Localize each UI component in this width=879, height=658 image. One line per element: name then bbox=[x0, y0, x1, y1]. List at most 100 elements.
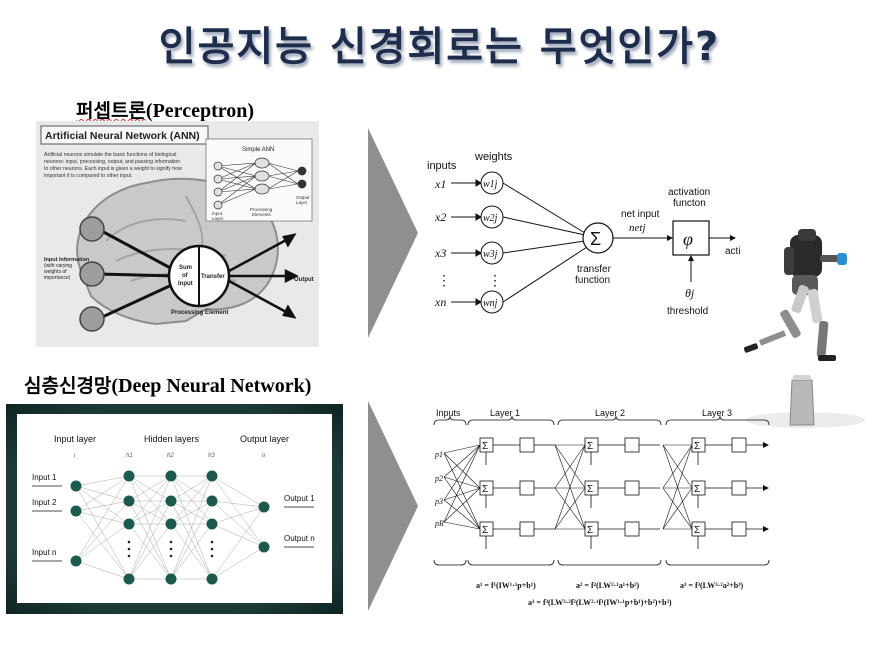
ml-weight-line bbox=[443, 444, 481, 523]
dnn-sub-h1: h1 bbox=[126, 453, 133, 459]
dnn-edge bbox=[211, 506, 265, 525]
dnn-edge bbox=[75, 475, 130, 487]
ml-weight-line bbox=[662, 444, 693, 530]
multilayer-network-diagram: Inputs Layer 1 Layer 2 Layer 3 p1 p2 p3 … bbox=[433, 408, 770, 607]
dnn-edge bbox=[128, 475, 172, 525]
simple-ann-network bbox=[217, 162, 299, 206]
dnn-edge bbox=[128, 523, 172, 580]
dnn-output-arrows bbox=[284, 506, 314, 548]
activation-function-label-1: activation bbox=[668, 187, 710, 198]
theta-symbol: θj bbox=[685, 286, 695, 300]
dnn-nodes bbox=[70, 470, 270, 585]
ml-sum-symbol: Σ bbox=[482, 525, 488, 536]
input-x2: x2 bbox=[434, 210, 446, 224]
dnn-edge bbox=[75, 510, 130, 580]
dnn-heading: 심층신경망(Deep Neural Network) bbox=[24, 371, 311, 398]
dnn-node bbox=[258, 541, 270, 553]
dnn-input-2: Input 2 bbox=[32, 498, 57, 507]
weight-vdots: ⋮ bbox=[488, 272, 502, 288]
ann-output-label: Output bbox=[294, 277, 314, 283]
dnn-node bbox=[206, 495, 218, 507]
simple-ann-processing-1: Processing bbox=[250, 207, 273, 212]
dnn-input-n: Input n bbox=[32, 548, 56, 557]
ml-sum-symbol: Σ bbox=[694, 441, 700, 452]
dnn-edge bbox=[75, 560, 130, 580]
ml-weight-line bbox=[443, 499, 481, 530]
ml-brackets bbox=[433, 415, 770, 566]
ann-brain-panel: Artificial Neural Network (ANN) Artifici… bbox=[36, 121, 319, 347]
activation-function-label-2: functon bbox=[673, 198, 706, 209]
dnn-hidden-layers-label: Hidden layers bbox=[144, 434, 200, 444]
ml-sum-symbol: Σ bbox=[482, 441, 488, 452]
ann-sum-3: Input bbox=[178, 281, 193, 287]
ml-weight-line bbox=[554, 444, 586, 530]
dnn-edge bbox=[128, 500, 172, 580]
dnn-edge bbox=[75, 500, 130, 512]
ml-sum-symbol: Σ bbox=[482, 484, 488, 495]
ml-transfer-box bbox=[731, 521, 747, 537]
ml-inputs-label: Inputs bbox=[436, 408, 461, 418]
dnn-node bbox=[206, 518, 218, 530]
dnn-edge bbox=[170, 475, 213, 502]
input-vdots: ⋮ bbox=[437, 272, 451, 288]
net-input-var: netj bbox=[629, 222, 646, 234]
ann-input-info-1: Input Information bbox=[44, 257, 90, 263]
ml-weight-line bbox=[554, 444, 586, 489]
ml-sum-symbol: Σ bbox=[694, 484, 700, 495]
input-lines bbox=[451, 179, 482, 306]
page-title: 인공지능 신경회로는 무엇인가? bbox=[158, 24, 721, 70]
weight-w3j: w3j bbox=[483, 249, 498, 260]
ml-weight-line bbox=[662, 487, 693, 530]
perceptron-heading-ko: 퍼셉트론 bbox=[76, 100, 146, 122]
threshold-label: threshold bbox=[667, 306, 708, 317]
ml-weight-line bbox=[443, 521, 481, 530]
right-arrow-shape-2 bbox=[368, 401, 418, 611]
ml-layer-2: Layer 2 bbox=[595, 408, 625, 418]
simple-ann-processing-2: Elements bbox=[252, 212, 272, 217]
dnn-edge bbox=[211, 475, 265, 548]
transfer-label-2: function bbox=[575, 275, 610, 286]
dnn-edges bbox=[75, 475, 265, 580]
dnn-input-layer-label: Input layer bbox=[54, 434, 96, 444]
ml-transfer-box bbox=[519, 521, 535, 537]
perceptron-heading-en: (Perceptron) bbox=[145, 100, 255, 122]
ann-box-title: Artificial Neural Network (ANN) bbox=[45, 130, 200, 142]
ml-transfer-box bbox=[624, 480, 640, 496]
ann-processing-element-label: Processing Element bbox=[171, 310, 228, 316]
running-robot-image bbox=[740, 225, 870, 430]
dnn-edge bbox=[170, 475, 213, 580]
dnn-edge bbox=[75, 475, 130, 562]
perceptron-diagram: inputs weights x1 x2 x3 ⋮ xn w1j w2j w3j… bbox=[427, 151, 767, 317]
dnn-edge bbox=[170, 500, 213, 580]
weight-wnj: wnj bbox=[483, 298, 498, 309]
dnn-node bbox=[123, 470, 135, 482]
dnn-edge bbox=[170, 523, 213, 580]
dnn-edge bbox=[170, 475, 213, 525]
dnn-panel: Input layer Hidden layers Output layer i… bbox=[6, 404, 343, 614]
ml-input-p3: p3 bbox=[434, 497, 443, 506]
ann-desc-4: important it is compared to other input. bbox=[44, 173, 133, 179]
ann-input-neurons bbox=[79, 216, 105, 332]
ann-desc-3: to other neurons. Each input is given a … bbox=[44, 166, 182, 172]
ml-input-pR: pR bbox=[434, 519, 444, 528]
dnn-node bbox=[70, 480, 82, 492]
simple-ann-output-2: Layer bbox=[296, 200, 308, 205]
sum-symbol: Σ bbox=[590, 229, 601, 249]
dnn-output-layer-label: Output layer bbox=[240, 434, 289, 444]
simple-ann-output-1: Output bbox=[296, 195, 310, 200]
ml-weight-line bbox=[554, 487, 586, 530]
ann-input-info-4: importance) bbox=[44, 275, 71, 281]
dnn-sub-o: o bbox=[262, 453, 266, 459]
weight-lines bbox=[502, 182, 588, 303]
simple-ann-nodes bbox=[213, 157, 307, 210]
ml-transfer-box bbox=[731, 480, 747, 496]
ml-eq-2: a² = f²(LW²·¹a¹+b²) bbox=[576, 581, 640, 590]
ml-sum-symbol: Σ bbox=[694, 525, 700, 536]
ml-weight-line bbox=[443, 476, 481, 489]
robot-figure bbox=[743, 229, 847, 361]
dnn-edge bbox=[128, 475, 172, 580]
ml-sum-symbol: Σ bbox=[587, 525, 593, 536]
transfer-label-1: transfer bbox=[577, 264, 612, 275]
ann-input-info-3: weights of bbox=[44, 269, 67, 275]
dnn-node bbox=[165, 495, 177, 507]
